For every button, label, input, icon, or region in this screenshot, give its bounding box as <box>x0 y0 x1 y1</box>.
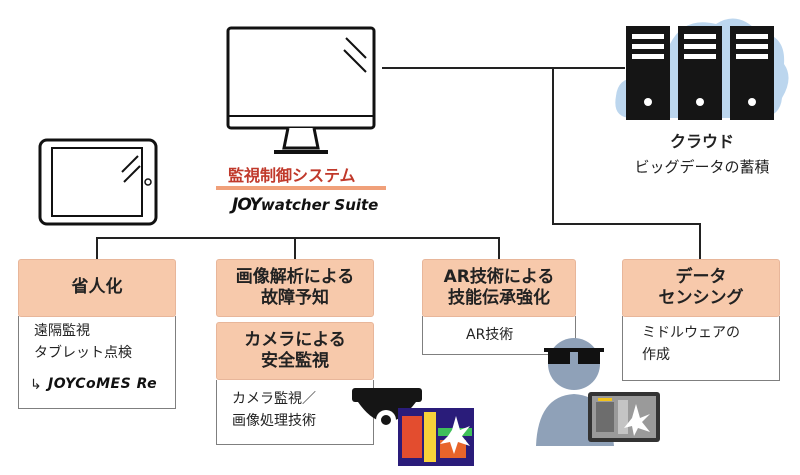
monitor-to-cloud-line <box>382 67 625 69</box>
tablet-icon <box>38 138 158 226</box>
dome-camera-icon <box>352 388 422 430</box>
cloud-server-icon <box>615 18 789 120</box>
labor-saving-arrow: ↳ <box>30 377 42 393</box>
data-sensing-header: データ センシング <box>622 259 780 317</box>
system-title: 監視制御システム <box>228 166 356 185</box>
monitor-icon <box>226 26 376 154</box>
brand-prefix: JOY <box>232 195 262 215</box>
system-drop-2 <box>294 237 296 259</box>
thermal-image-icon <box>398 408 474 466</box>
cloud-to-data-line <box>699 223 701 259</box>
image-analysis-header: 画像解析による 故障予知 <box>216 259 374 317</box>
system-drop-1 <box>96 237 98 259</box>
brand-word: watcher <box>260 196 330 214</box>
system-horizontal-line <box>96 237 500 239</box>
system-title-underline <box>216 186 386 190</box>
data-sensing-body <box>622 316 780 381</box>
cloud-title: クラウド <box>669 132 734 151</box>
labor-saving-header: 省人化 <box>18 259 176 317</box>
camera-safety-header: カメラによる 安全監視 <box>216 322 374 380</box>
labor-saving-items: 遠隔監視 タブレット点検 <box>34 323 132 362</box>
cloud-drop-line <box>552 67 554 224</box>
joycomes-logo: JOYCoMES Re <box>48 376 158 392</box>
system-brand-logo: JOYwatcher Suite <box>232 195 378 215</box>
camera-safety-body <box>216 380 374 445</box>
camera-safety-items: カメラ監視／ 画像処理技術 <box>232 391 316 430</box>
brand-suffix: Suite <box>334 196 379 214</box>
system-drop-3 <box>498 237 500 259</box>
cloud-subtitle: ビッグデータの蓄積 <box>634 158 770 176</box>
ar-skill-body <box>422 316 576 355</box>
cloud-horizontal-line <box>552 223 700 225</box>
ar-view-icon <box>588 392 660 442</box>
labor-saving-body <box>18 316 176 409</box>
ar-skill-header: AR技術による 技能伝承強化 <box>422 259 576 317</box>
data-sensing-items: ミドルウェアの 作成 <box>642 325 740 364</box>
ar-skill-items: AR技術 <box>466 327 514 343</box>
